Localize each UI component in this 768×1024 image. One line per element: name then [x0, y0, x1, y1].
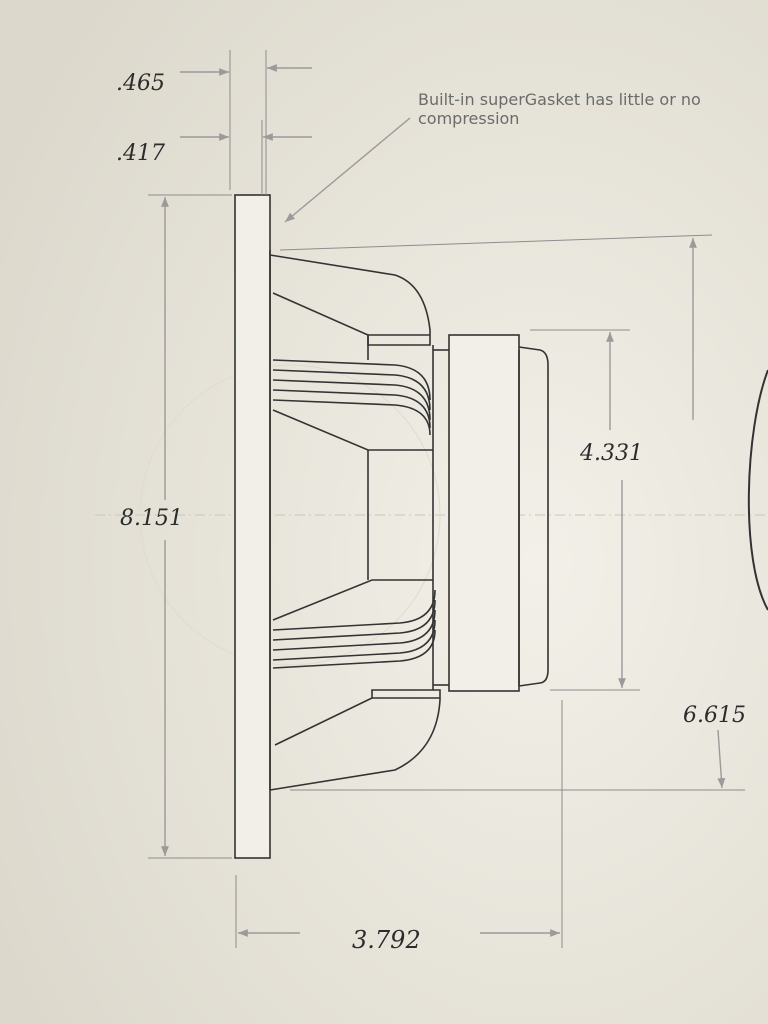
basket-upper — [269, 254, 431, 346]
front-cone-outline — [747, 369, 768, 611]
inner-cone-lower — [272, 579, 433, 621]
basket-lower — [269, 689, 441, 791]
dim-flange-outer: .465 — [116, 71, 165, 96]
dim-overall-height: 8.151 — [120, 506, 183, 531]
dim-magnet-diameter: 4.331 — [579, 441, 643, 466]
callout-line-2: compression — [418, 109, 519, 128]
magnet-back-plate — [518, 346, 549, 687]
dim-overall-depth: 3.792 — [352, 926, 421, 954]
speaker-body — [234, 194, 549, 859]
center-lines — [95, 364, 768, 666]
magnet — [448, 334, 520, 692]
dim-flange-inner: .417 — [116, 141, 165, 166]
extension-lines — [148, 50, 745, 948]
dimension-arrows — [161, 64, 726, 937]
mounting-flange — [234, 194, 271, 859]
dim-frame-height: 6.615 — [683, 703, 746, 728]
callout-line-1: Built-in superGasket has little or no — [418, 90, 701, 109]
